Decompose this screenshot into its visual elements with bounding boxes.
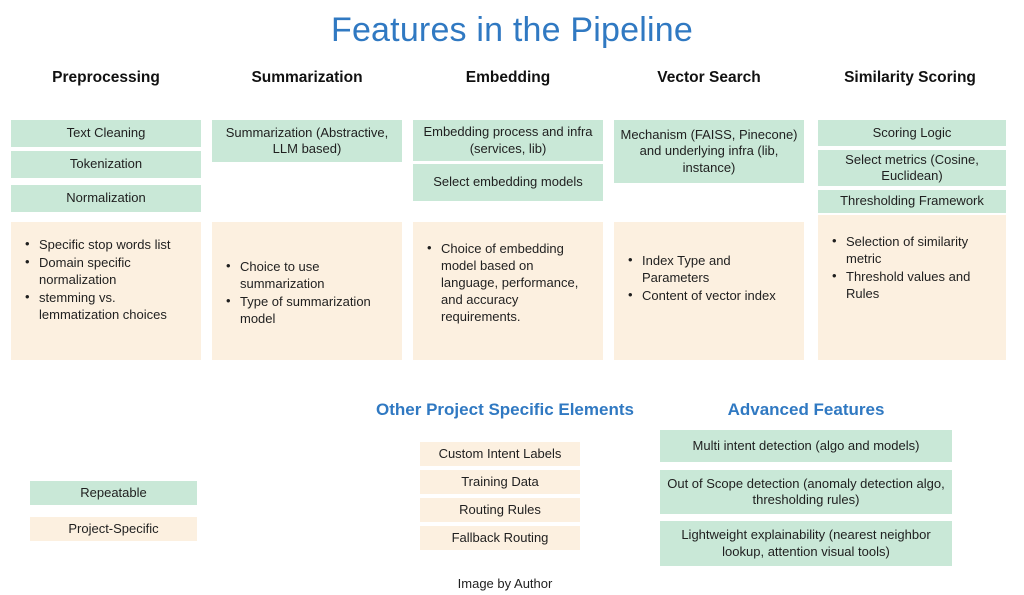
box-custom-intent-labels[interactable]: Custom Intent Labels — [420, 442, 580, 466]
bullet-list: Index Type and Parameters Content of vec… — [624, 251, 794, 304]
box-fallback-routing[interactable]: Fallback Routing — [420, 526, 580, 550]
bullet-panel-preprocessing: Specific stop words list Domain specific… — [11, 222, 201, 360]
legend-project-specific: Project-Specific — [30, 517, 197, 541]
list-item: Index Type and Parameters — [628, 251, 794, 286]
bullet-panel-vector-search: Index Type and Parameters Content of vec… — [614, 222, 804, 360]
column-header-vector-search: Vector Search — [657, 69, 761, 86]
box-select-metrics[interactable]: Select metrics (Cosine, Euclidean) — [818, 150, 1006, 186]
box-embedding-process-infra[interactable]: Embedding process and infra (services, l… — [413, 120, 603, 161]
column-header-preprocessing: Preprocessing — [52, 69, 160, 86]
list-item: Selection of similarity metric — [832, 232, 996, 267]
heading-advanced-features: Advanced Features — [727, 400, 885, 419]
box-normalization[interactable]: Normalization — [11, 185, 201, 212]
bullet-list: Choice to use summarization Type of summ… — [222, 257, 392, 327]
bullet-list: Specific stop words list Domain specific… — [21, 235, 191, 323]
box-select-embedding-models[interactable]: Select embedding models — [413, 164, 603, 201]
list-item: Domain specific normalization — [25, 253, 191, 288]
bullet-panel-embedding: Choice of embedding model based on langu… — [413, 222, 603, 360]
bullet-list: Choice of embedding model based on langu… — [423, 239, 593, 325]
legend-repeatable: Repeatable — [30, 481, 197, 505]
column-header-embedding: Embedding — [465, 69, 551, 86]
box-out-of-scope-detection[interactable]: Out of Scope detection (anomaly detectio… — [660, 470, 952, 514]
box-vector-search-mechanism[interactable]: Mechanism (FAISS, Pinecone) and underlyi… — [614, 120, 804, 183]
page-title: Features in the Pipeline — [330, 11, 694, 49]
list-item: Specific stop words list — [25, 235, 191, 253]
image-caption: Image by Author — [457, 576, 553, 591]
heading-other-project-specific-elements: Other Project Specific Elements — [376, 400, 634, 419]
box-tokenization[interactable]: Tokenization — [11, 151, 201, 178]
bullet-panel-summarization: Choice to use summarization Type of summ… — [212, 222, 402, 360]
list-item: Choice to use summarization — [226, 257, 392, 292]
box-multi-intent-detection[interactable]: Multi intent detection (algo and models) — [660, 430, 952, 462]
list-item: Threshold values and Rules — [832, 267, 996, 302]
list-item: stemming vs. lemmatization choices — [25, 288, 191, 323]
box-lightweight-explainability[interactable]: Lightweight explainability (nearest neig… — [660, 521, 952, 566]
column-header-similarity-scoring: Similarity Scoring — [844, 69, 976, 86]
box-scoring-logic[interactable]: Scoring Logic — [818, 120, 1006, 146]
list-item: Content of vector index — [628, 286, 794, 304]
bullet-list: Selection of similarity metric Threshold… — [828, 232, 996, 302]
box-summarization[interactable]: Summarization (Abstractive, LLM based) — [212, 120, 402, 162]
list-item: Type of summarization model — [226, 292, 392, 327]
box-text-cleaning[interactable]: Text Cleaning — [11, 120, 201, 147]
box-training-data[interactable]: Training Data — [420, 470, 580, 494]
column-header-summarization: Summarization — [251, 69, 363, 86]
box-routing-rules[interactable]: Routing Rules — [420, 498, 580, 522]
list-item: Choice of embedding model based on langu… — [427, 239, 593, 325]
box-thresholding-framework[interactable]: Thresholding Framework — [818, 190, 1006, 213]
bullet-panel-similarity-scoring: Selection of similarity metric Threshold… — [818, 215, 1006, 360]
